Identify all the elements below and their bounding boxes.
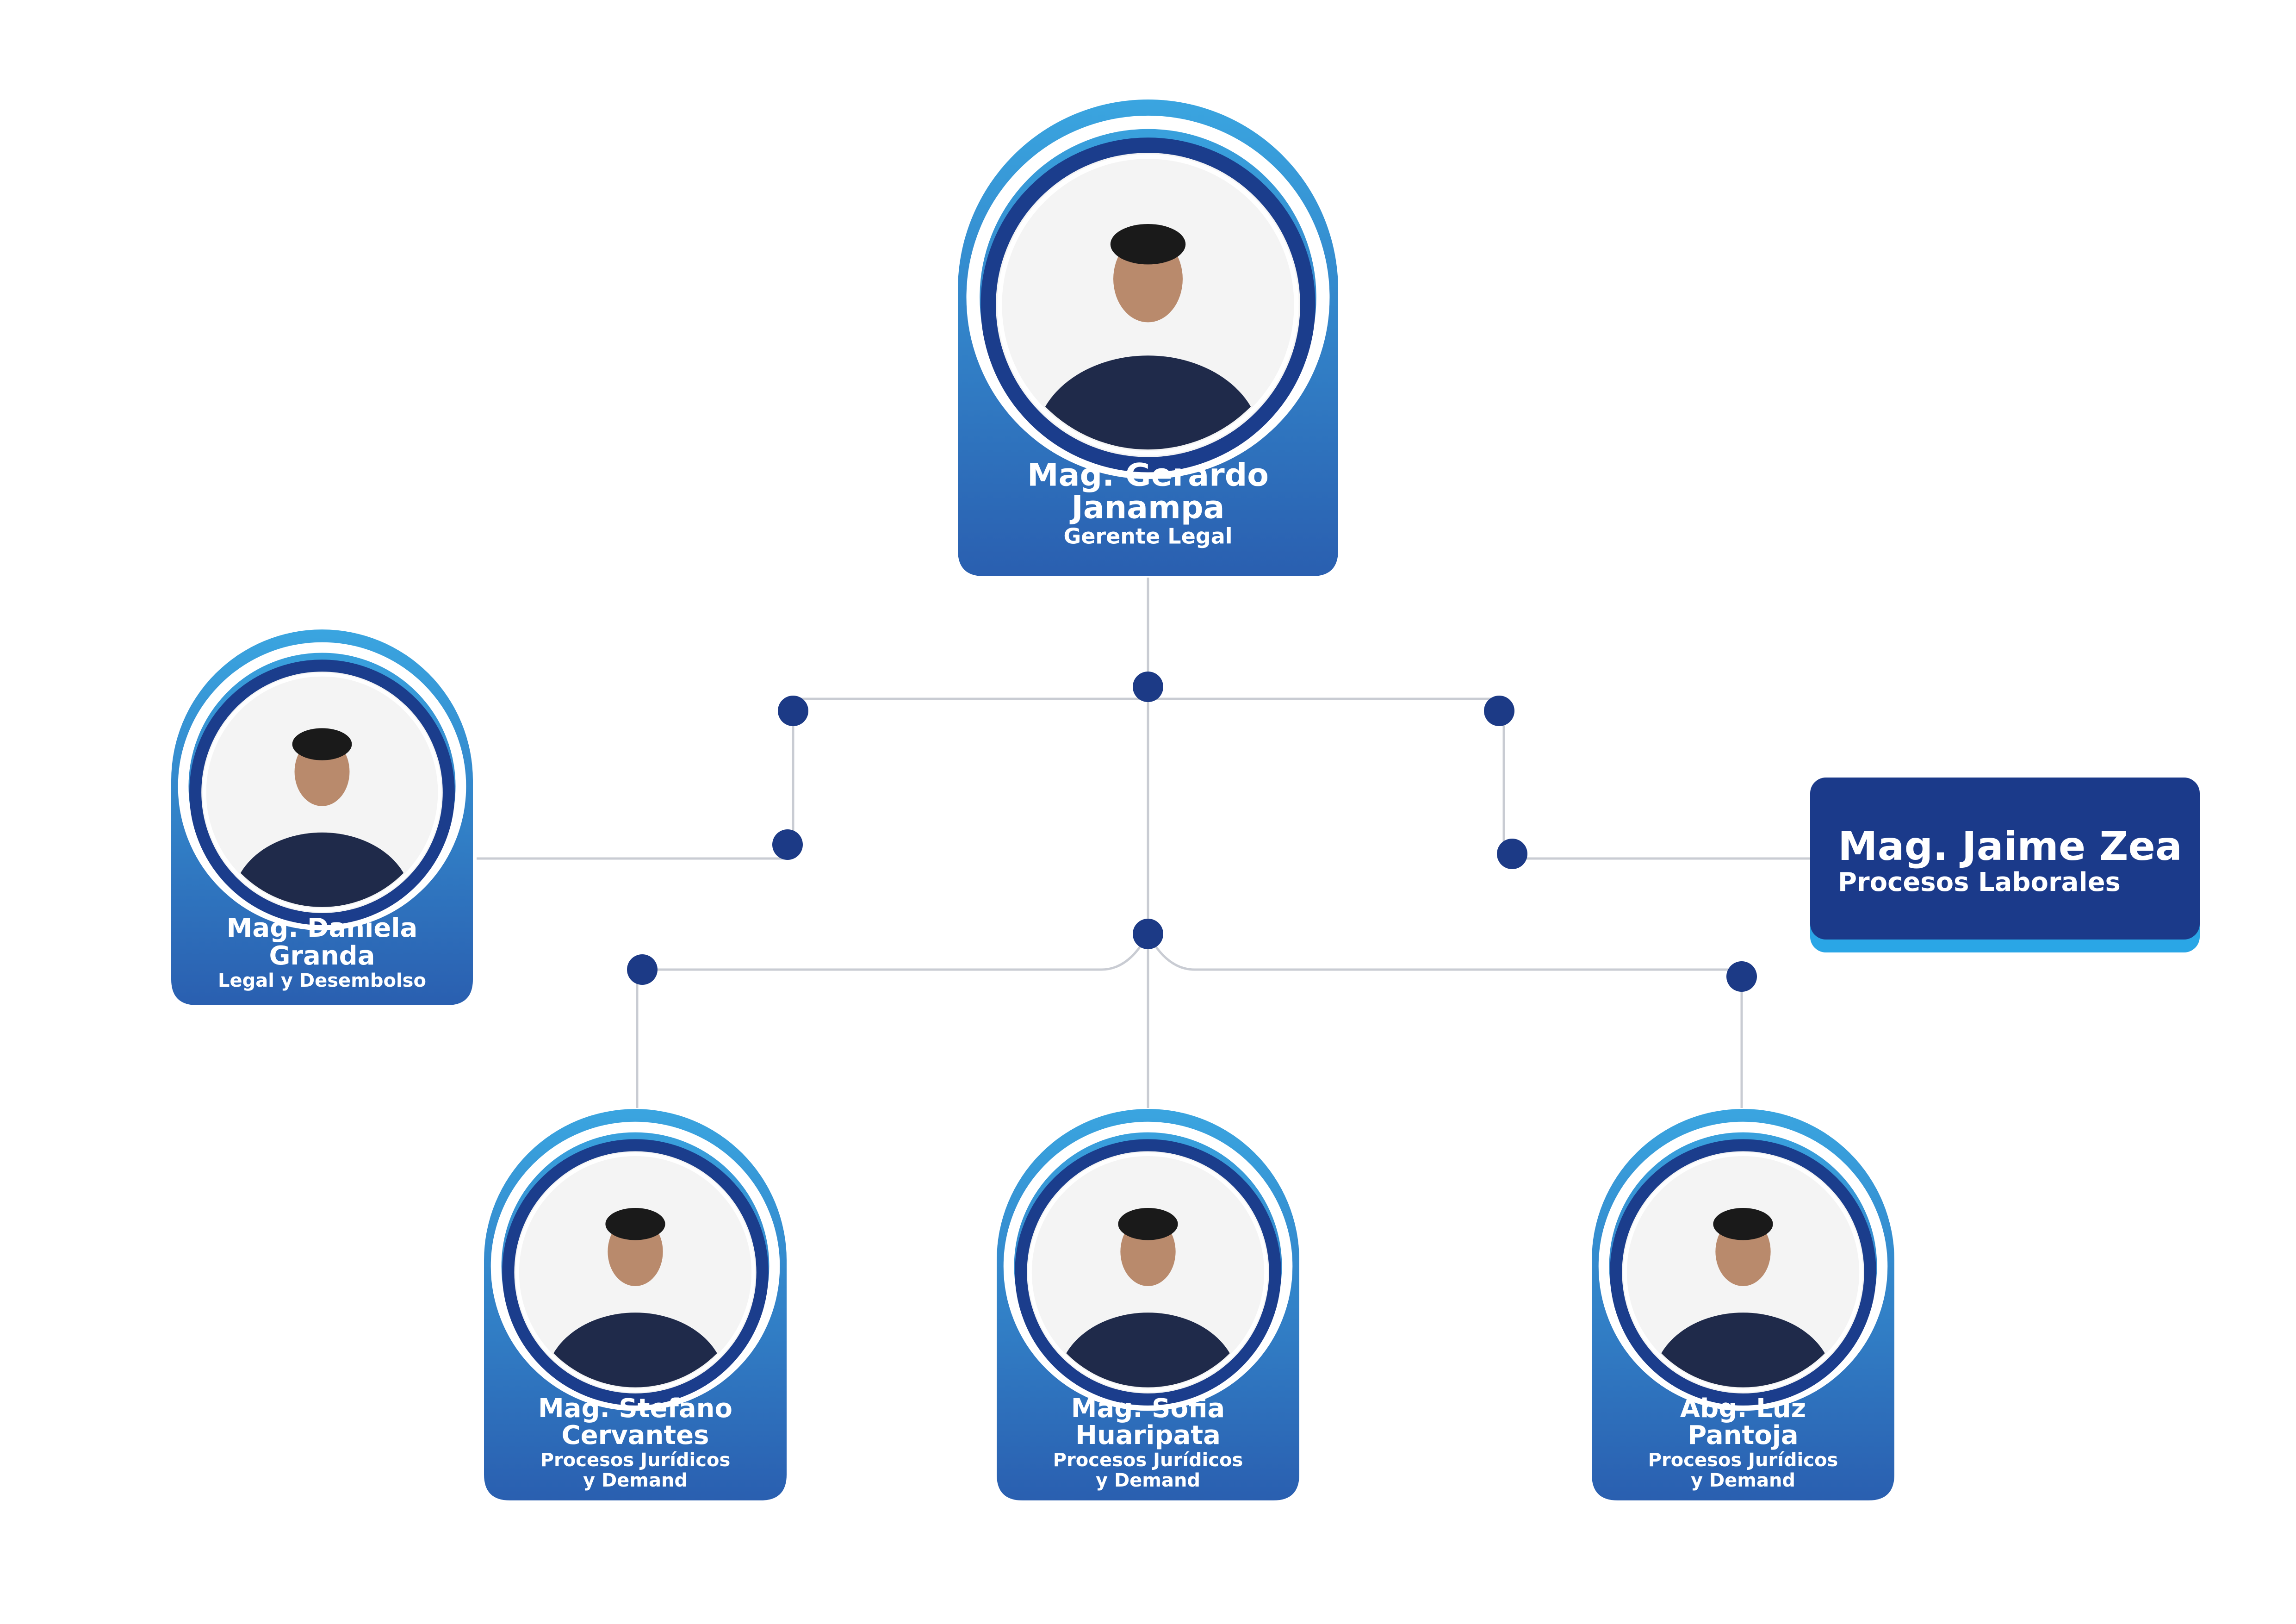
card-jaime: Mag. Jaime Zea Procesos Laborales: [1810, 778, 2200, 952]
photo-ring-outer: [490, 1121, 780, 1411]
card-role-line1: Gerente Legal: [1063, 524, 1232, 549]
card-name-line1: Mag. Sofia: [1071, 1394, 1225, 1424]
connector-line: [788, 711, 794, 846]
photo-ring-outer: [1003, 1121, 1293, 1411]
connector-node: [1133, 919, 1163, 949]
card-name-line1: Mag. Gerardo: [1027, 457, 1269, 493]
person-photo: [1653, 1207, 1833, 1388]
person-body: [546, 1313, 725, 1388]
person-photo: [232, 728, 412, 907]
person-body: [1653, 1313, 1833, 1388]
person-hair: [605, 1207, 665, 1240]
card-role-line2: y Demand: [583, 1470, 688, 1491]
photo-ring-outer: [966, 115, 1330, 479]
person-body: [232, 832, 412, 907]
connector-line: [792, 697, 1148, 711]
card-name-line1: Abg. Luz: [1680, 1394, 1806, 1424]
connector-node: [1726, 961, 1757, 992]
card-name-line2: Janampa: [1070, 489, 1225, 526]
person-body: [1035, 355, 1261, 450]
card-role-line2: y Demand: [1096, 1470, 1200, 1491]
card-name-line2: Pantoja: [1688, 1420, 1798, 1450]
card-jaime-box: [1810, 778, 2200, 940]
person-hair: [1713, 1207, 1773, 1240]
card-role-line1: Legal y Desembolso: [218, 970, 426, 991]
person-photo: [1035, 224, 1261, 450]
card-name-line1: Mag. Stefano: [538, 1394, 732, 1424]
card-name-line1: Mag. Daniela: [227, 913, 418, 943]
connector-node: [1133, 672, 1163, 702]
person-hair: [1118, 1207, 1178, 1240]
connector-line: [1148, 697, 1501, 711]
card-jaime-role: Procesos Laborales: [1838, 867, 2121, 897]
connector-line: [1502, 711, 1512, 855]
connector-lines: [477, 578, 1810, 1108]
person-photo: [546, 1207, 725, 1388]
person-photo: [1058, 1207, 1238, 1388]
card-name-line2: Huaripata: [1075, 1420, 1221, 1450]
person-body: [1058, 1313, 1238, 1388]
connector-node: [1484, 696, 1514, 726]
photo-ring-outer: [178, 642, 466, 931]
person-hair: [292, 728, 352, 760]
photo-ring-outer: [1598, 1121, 1888, 1411]
connector-nodes: [627, 672, 1757, 992]
connector-node: [627, 954, 658, 985]
connector-node: [1497, 839, 1527, 869]
card-role-line2: y Demand: [1691, 1470, 1795, 1491]
card-jaime-name: Mag. Jaime Zea: [1838, 823, 2182, 870]
person-hair: [1110, 224, 1186, 265]
card-role-line1: Procesos Jurídicos: [540, 1450, 731, 1471]
connector-line: [1147, 933, 1742, 971]
connector-node: [778, 696, 808, 726]
card-name-line2: Granda: [269, 941, 375, 971]
connector-line: [642, 933, 1149, 971]
card-role-line1: Procesos Jurídicos: [1053, 1450, 1243, 1471]
connector-node: [772, 829, 803, 860]
card-name-line2: Cervantes: [562, 1420, 709, 1450]
card-role-line1: Procesos Jurídicos: [1648, 1450, 1838, 1471]
